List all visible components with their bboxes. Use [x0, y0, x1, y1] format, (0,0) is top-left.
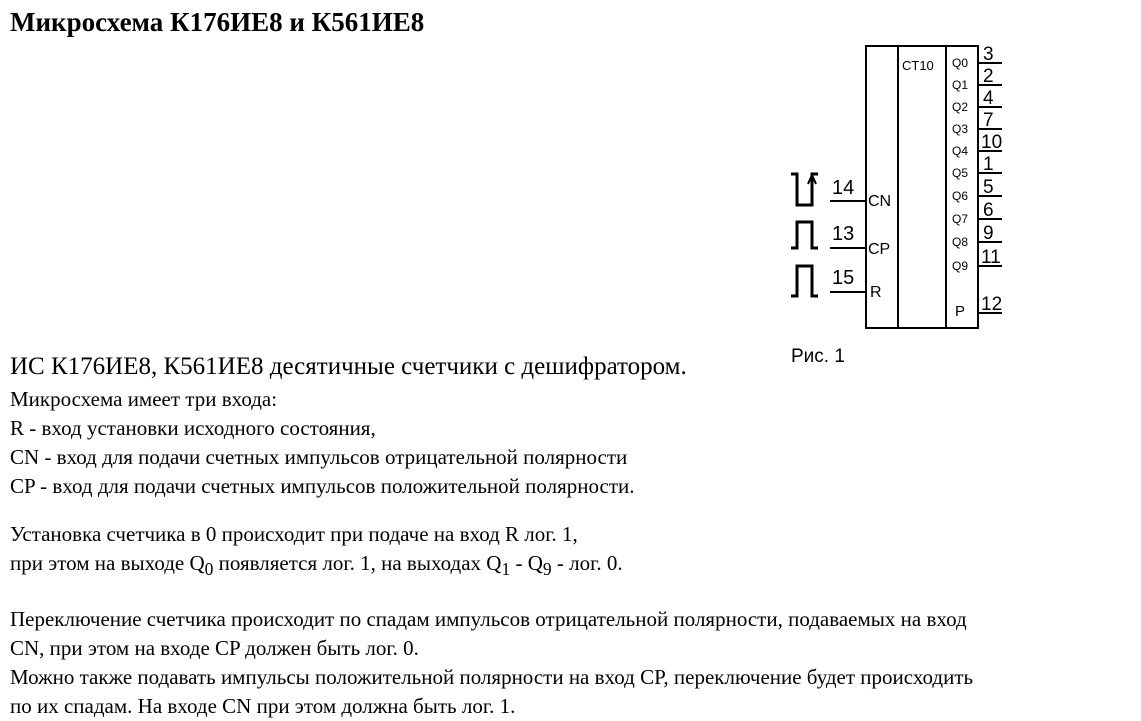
text-line: CN - вход для подачи счетных импульсов о…: [10, 445, 628, 469]
subscript: 0: [204, 559, 214, 580]
switching-description: Переключение счетчика происходит по спад…: [10, 605, 973, 721]
positive-pulse-cp-icon: [791, 220, 818, 250]
text-line: Микросхема имеет три входа:: [10, 387, 278, 411]
pin-number-10: 10: [981, 132, 1002, 153]
falling-edge-arrow-icon: [807, 172, 817, 198]
block-label: CT10: [902, 58, 934, 73]
pin-number-12: 12: [981, 294, 1002, 315]
input-label-cn: CN: [868, 193, 891, 210]
chip-body: [865, 45, 979, 329]
input-leads: [830, 200, 866, 293]
output-label-q6: Q6: [952, 189, 968, 203]
output-label-p: P: [955, 303, 965, 320]
pin-number-3: 3: [983, 44, 994, 65]
output-label-q0: Q0: [952, 56, 968, 70]
output-label-q9: Q9: [952, 259, 968, 273]
pin-number-9: 9: [983, 223, 994, 244]
text-line: R - вход установки исходного состояния,: [10, 416, 376, 440]
pin-number-11: 11: [981, 247, 1001, 268]
text-line: Переключение счетчика происходит по спад…: [10, 607, 967, 631]
pin-number-6: 6: [983, 200, 994, 221]
pin-number-2: 2: [983, 66, 994, 87]
output-label-q1: Q1: [952, 78, 968, 92]
text-line: CN, при этом на входе CP должен быть лог…: [10, 636, 419, 660]
intro-lead: ИС К176ИЕ8, К561ИЕ8 десятичные счетчики …: [10, 353, 687, 380]
figure-caption: Рис. 1: [791, 346, 845, 367]
output-label-q8: Q8: [952, 235, 968, 249]
text-line: Можно также подавать импульсы положитель…: [10, 665, 974, 689]
text-fragment: - лог. 0.: [551, 551, 623, 575]
reset-description: Установка счетчика в 0 происходит при по…: [10, 520, 623, 584]
pin-number-15: 15: [832, 267, 854, 289]
subscript: 1: [501, 559, 511, 580]
input-label-cp: CP: [868, 241, 890, 258]
output-label-q7: Q7: [952, 212, 968, 226]
negative-pulse-icon: [791, 172, 818, 207]
text-line-with-subscripts: при этом на выходе Q0 появляется лог. 1,…: [10, 549, 623, 584]
pin-number-14: 14: [832, 177, 854, 199]
pin-number-1: 1: [983, 154, 994, 175]
pin-number-4: 4: [983, 88, 994, 109]
counter-ic-diagram: CT10 Q0 Q1 Q2 Q3 Q4 Q5 Q6 Q7 Q8 Q9 P 3 2…: [791, 44, 1002, 367]
pin-number-5: 5: [983, 177, 994, 198]
page-title: Микросхема К176ИЕ8 и К561ИЕ8: [10, 7, 425, 37]
output-label-q3: Q3: [952, 122, 968, 136]
pin-number-13: 13: [832, 223, 854, 245]
text-fragment: появляется лог. 1, на выходах Q: [213, 551, 502, 575]
output-label-q4: Q4: [952, 144, 968, 158]
output-leads: [978, 62, 1002, 314]
output-label-q5: Q5: [952, 166, 968, 180]
text-line: CP - вход для подачи счетных импульсов п…: [10, 474, 635, 498]
text-fragment: - Q: [510, 551, 543, 575]
text-line: Установка счетчика в 0 происходит при по…: [10, 522, 578, 546]
inputs-description: Микросхема имеет три входа: R - вход уст…: [10, 385, 635, 501]
subscript: 9: [542, 559, 552, 580]
positive-pulse-r-icon: [791, 264, 818, 298]
pin-number-7: 7: [983, 110, 994, 131]
input-label-r: R: [870, 284, 882, 301]
text-fragment: при этом на выходе Q: [10, 551, 205, 575]
output-label-q2: Q2: [952, 100, 968, 114]
text-line: по их спадам. На входе CN при этом должн…: [10, 694, 516, 718]
